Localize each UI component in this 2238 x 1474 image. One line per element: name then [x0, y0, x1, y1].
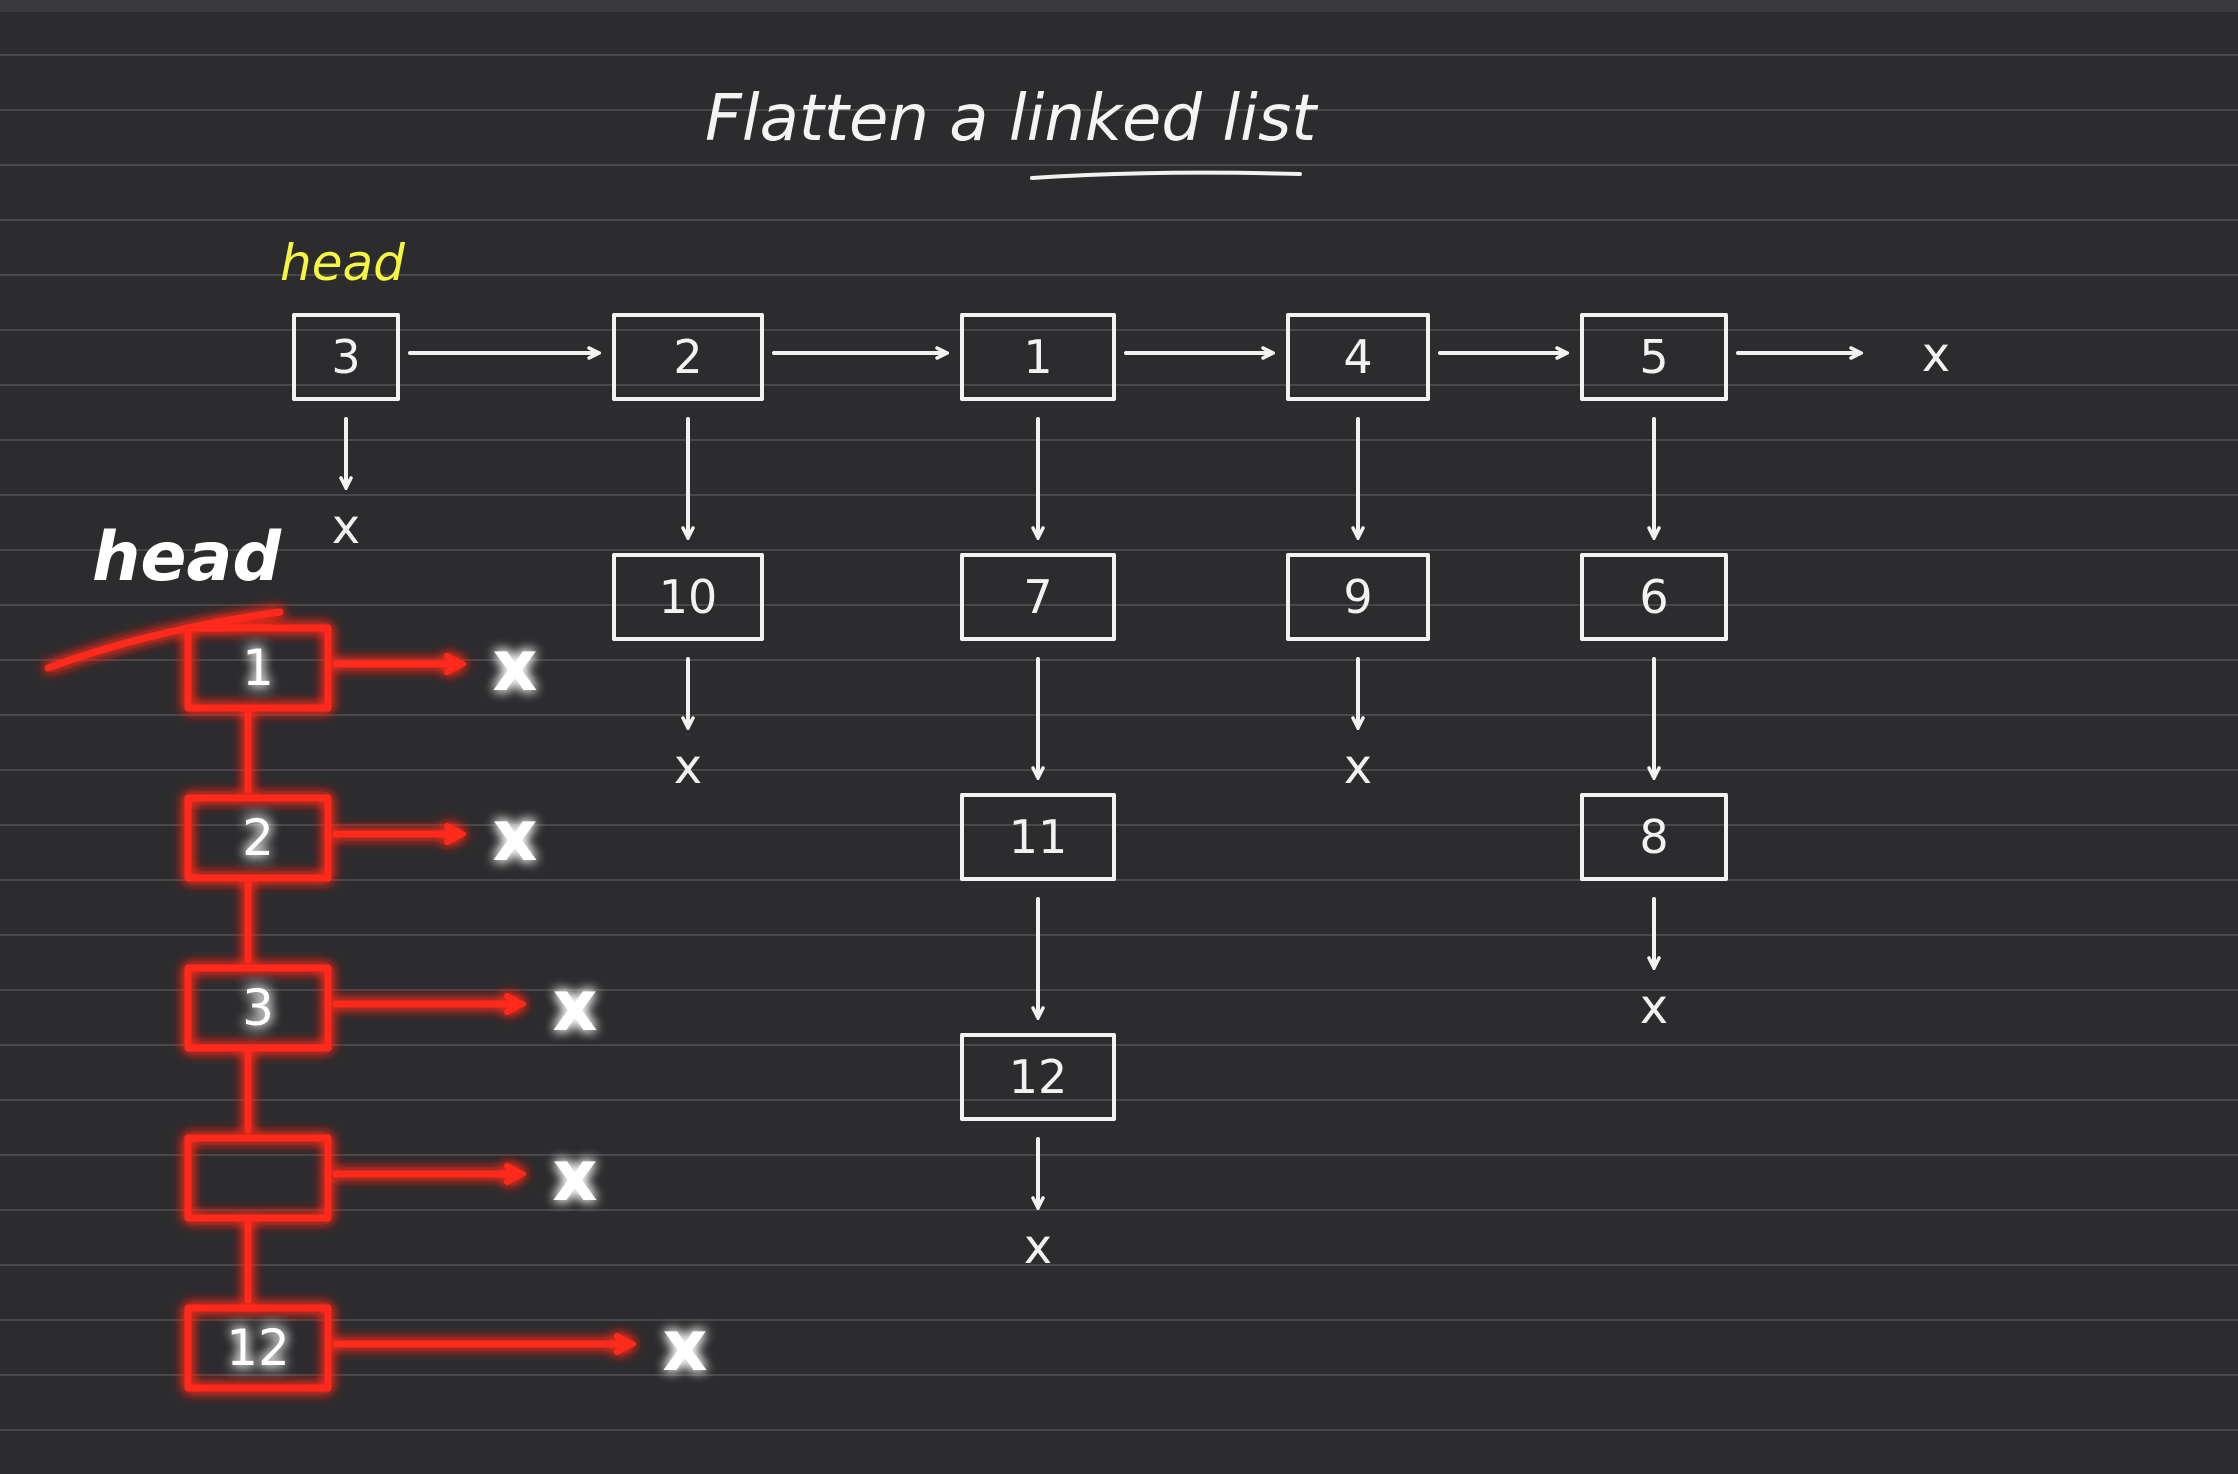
flattened-node-value: 2 [242, 809, 274, 867]
head-label: head [280, 234, 405, 292]
flattened-node-value: 12 [226, 1319, 290, 1377]
child-node-value: 10 [659, 570, 718, 624]
list-node-box [960, 313, 1116, 401]
child-node-box [1580, 793, 1728, 881]
child-node-value: 11 [1009, 810, 1068, 864]
null-marker: x [332, 499, 360, 555]
list-node-value: 3 [331, 330, 360, 384]
flattened-node-box [184, 624, 332, 712]
flattened-node-box [184, 1304, 332, 1392]
diagram-title: Flatten a linked list [705, 82, 1319, 156]
flattened-list: 1 x 2 x 3 x x 12 x [44, 608, 708, 1392]
head-pointer-stroke [44, 608, 284, 672]
child-node-value: 6 [1639, 570, 1668, 624]
flattened-node-value: 3 [242, 979, 274, 1037]
flattened-node-box [184, 1134, 332, 1222]
child-node-value: 7 [1023, 570, 1052, 624]
child-node-box [960, 793, 1116, 881]
list-node-value: 1 [1023, 330, 1052, 384]
list-node-value: 5 [1639, 330, 1668, 384]
child-node-box [1580, 553, 1728, 641]
null-marker: x [1640, 979, 1668, 1035]
list-node-box [292, 313, 400, 401]
title-underline [1030, 170, 1302, 180]
child-node-box [960, 1033, 1116, 1121]
flattened-node-box [184, 794, 332, 882]
list-node-value: 2 [673, 330, 702, 384]
null-marker: x [1344, 739, 1372, 795]
null-marker: x [1024, 1219, 1052, 1275]
child-node-box [1286, 553, 1430, 641]
flattened-head-label: head [92, 518, 282, 597]
child-node-value: 9 [1343, 570, 1372, 624]
flattened-null-marker: x [552, 1135, 597, 1217]
flattened-null-marker: x [552, 965, 597, 1047]
list-node-box [1286, 313, 1430, 401]
flattened-null-marker: x [492, 795, 537, 877]
flattened-node-value: 1 [242, 639, 274, 697]
window-top-bar [0, 0, 2238, 12]
child-node-box [612, 553, 764, 641]
child-node-value: 12 [1009, 1050, 1068, 1104]
flattened-null-marker: x [492, 625, 537, 707]
flattened-null-marker: x [662, 1305, 707, 1387]
null-marker: x [1922, 327, 1950, 383]
main-list: 3 x 2 10 x 1 7 11 12 x 4 9 x 5 6 8 x x [292, 313, 1950, 1275]
flattened-node-box [184, 964, 332, 1052]
null-marker: x [674, 739, 702, 795]
list-node-box [612, 313, 764, 401]
child-node-value: 8 [1639, 810, 1668, 864]
list-node-value: 4 [1343, 330, 1372, 384]
list-node-box [1580, 313, 1728, 401]
child-node-box [960, 553, 1116, 641]
ruled-lines [0, 54, 2238, 1431]
